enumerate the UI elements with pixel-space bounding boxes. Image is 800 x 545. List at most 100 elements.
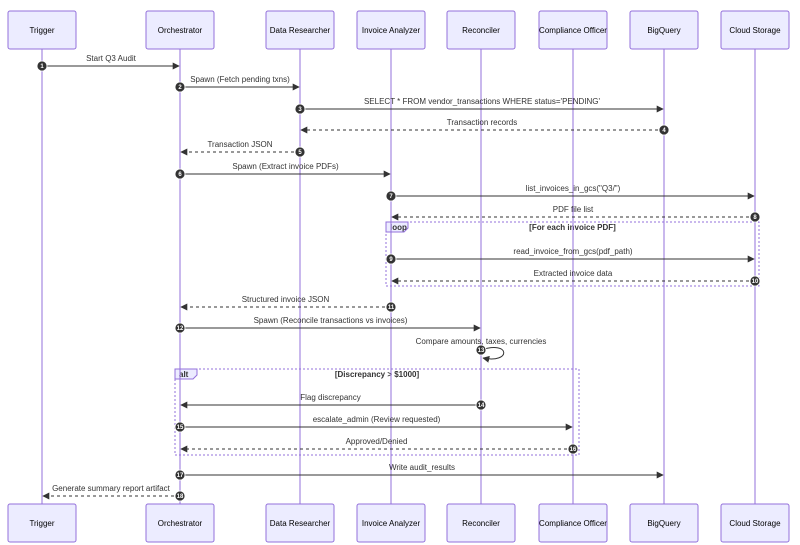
sequence-number: 5 [298, 150, 302, 156]
message-label: Extracted invoice data [534, 269, 613, 278]
participant-label: Invoice Analyzer [362, 519, 421, 528]
participant-data-researcher-top[interactable]: Data Researcher [265, 10, 335, 50]
message-label: PDF file list [553, 205, 594, 214]
participant-label: Orchestrator [158, 519, 203, 528]
message-label: Spawn (Fetch pending txns) [190, 75, 290, 84]
message-label: Spawn (Extract invoice PDFs) [232, 162, 339, 171]
sequence-number: 16 [570, 447, 577, 453]
participant-label: Reconciler [462, 26, 500, 35]
fragment-frame [174, 368, 580, 456]
sequence-number-badge [475, 344, 487, 356]
message-label: read_invoice_from_gcs(pdf_path) [513, 247, 633, 256]
message-label: Structured invoice JSON [242, 295, 330, 304]
participant-box [720, 10, 790, 50]
message-6: Spawn (Extract invoice PDFs)6 [174, 162, 391, 180]
message-8: PDF file list 8 [391, 205, 761, 223]
sequence-number-badge [475, 399, 487, 411]
participant-box [265, 10, 335, 50]
participant-label: Invoice Analyzer [362, 26, 421, 35]
participant-box [145, 10, 215, 50]
participant-data-researcher-bottom[interactable]: Data Researcher [265, 503, 335, 543]
sequence-number-badge [294, 146, 306, 158]
message-15: escalate_admin (Review requested)15 [174, 415, 573, 433]
sequence-number-badge [174, 322, 186, 334]
message-17: Write audit_results 17 [174, 463, 664, 481]
sequence-number-badge [174, 469, 186, 481]
participant-cloud-storage-bottom[interactable]: Cloud Storage [720, 503, 790, 543]
sequence-number-badge [174, 490, 186, 502]
fragment-keyword: loop [390, 223, 407, 232]
message-label: SELECT * FROM vendor_transactions WHERE … [364, 97, 601, 106]
message-16: Approved/Denied 16 [180, 437, 579, 455]
message-7: list_invoices_in_gcs("Q3/")7 [385, 184, 755, 202]
message-label: Spawn (Reconcile transactions vs invoice… [254, 316, 408, 325]
sequence-number: 13 [478, 348, 485, 354]
participant-orchestrator-bottom[interactable]: Orchestrator [145, 503, 215, 543]
sequence-number-badge [174, 81, 186, 93]
participant-reconciler-top[interactable]: Reconciler [446, 10, 516, 50]
sequence-number: 17 [177, 473, 184, 479]
message-label: Write audit_results [389, 463, 455, 472]
fragment-condition: [Discrepancy > $1000] [335, 370, 420, 379]
participant-orchestrator-top[interactable]: Orchestrator [145, 10, 215, 50]
sequence-number-badge [749, 275, 761, 287]
message-1: Start Q3 Audit 1 [36, 54, 180, 72]
participant-trigger-bottom[interactable]: Trigger [7, 503, 77, 543]
participant-box [145, 503, 215, 543]
participant-label: Trigger [29, 26, 54, 35]
fragment-keyword: alt [179, 370, 189, 379]
message-label: Flag discrepancy [300, 393, 360, 402]
participant-label: Orchestrator [158, 26, 203, 35]
sequence-number-badge [174, 168, 186, 180]
message-label: Transaction records [447, 118, 517, 127]
sequence-number-badge [385, 190, 397, 202]
participant-label: Reconciler [462, 519, 500, 528]
participant-bigquery-bottom[interactable]: BigQuery [629, 503, 699, 543]
message-4: Transaction records 4 [300, 118, 670, 136]
message-5: Transaction JSON 5 [180, 140, 306, 158]
participant-invoice-analyzer-top[interactable]: Invoice Analyzer [356, 10, 426, 50]
participant-label: Data Researcher [270, 519, 331, 528]
participant-label: Cloud Storage [729, 26, 781, 35]
sequence-number: 2 [178, 85, 182, 91]
participant-label: Cloud Storage [729, 519, 781, 528]
participant-compliance-officer-top[interactable]: Compliance Officer [538, 10, 608, 50]
message-label: Generate summary report artifact [52, 484, 171, 493]
sequence-number: 7 [389, 194, 393, 200]
participant-label: Compliance Officer [539, 519, 607, 528]
participant-label: BigQuery [647, 519, 680, 528]
message-arrow [480, 347, 505, 363]
participant-cloud-storage-top[interactable]: Cloud Storage [720, 10, 790, 50]
sequence-number-badge [567, 443, 579, 455]
participant-label: Trigger [29, 519, 54, 528]
sequence-number: 9 [389, 257, 393, 263]
participant-box [7, 10, 77, 50]
message-label: Approved/Denied [346, 437, 408, 446]
sequence-number: 8 [753, 215, 757, 221]
sequence-number-badge [174, 421, 186, 433]
sequence-number: 1 [40, 64, 44, 70]
sequence-number: 3 [298, 107, 302, 113]
participant-trigger-top[interactable]: Trigger [7, 10, 77, 50]
sequence-number: 11 [388, 305, 395, 311]
participant-compliance-officer-bottom[interactable]: Compliance Officer [538, 503, 608, 543]
sequence-number-badge [749, 211, 761, 223]
sequence-number: 4 [662, 128, 666, 134]
sequence-number-badge [385, 253, 397, 265]
participant-invoice-analyzer-bottom[interactable]: Invoice Analyzer [356, 503, 426, 543]
participant-box [446, 503, 516, 543]
participant-box [446, 10, 516, 50]
participant-box [538, 503, 608, 543]
participant-box [720, 503, 790, 543]
message-label: Transaction JSON [207, 140, 272, 149]
participant-box [538, 10, 608, 50]
message-label: Compare amounts, taxes, currencies [416, 337, 547, 346]
participant-reconciler-bottom[interactable]: Reconciler [446, 503, 516, 543]
message-label: Start Q3 Audit [86, 54, 137, 63]
participant-bigquery-top[interactable]: BigQuery [629, 10, 699, 50]
message-12: Spawn (Reconcile transactions vs invoice… [174, 316, 481, 334]
sequence-number: 12 [177, 326, 184, 332]
message-11: Structured invoice JSON 11 [180, 295, 397, 313]
